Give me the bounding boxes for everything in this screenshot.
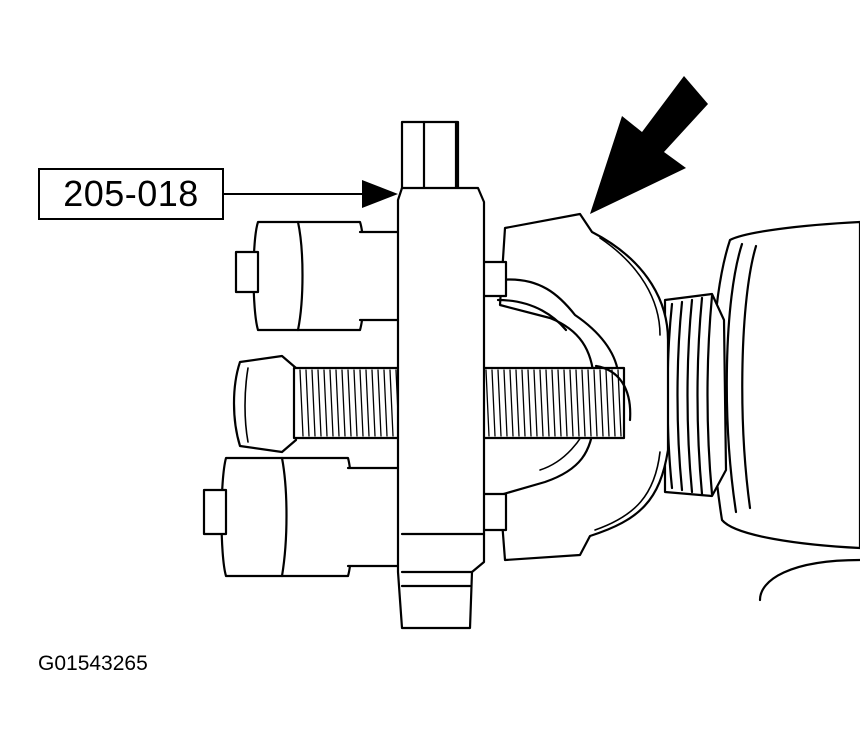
tool-number-callout: 205-018 xyxy=(38,168,224,220)
arrow-right-icon xyxy=(224,180,398,208)
pinion-yoke xyxy=(496,212,670,562)
figure-id-label: G01543265 xyxy=(38,652,148,675)
tool-number-label: 205-018 xyxy=(63,173,199,214)
puller-plate xyxy=(396,120,486,630)
pinion-seal xyxy=(663,292,728,498)
arrow-down-left-icon xyxy=(590,76,708,214)
upper-bolt xyxy=(234,220,406,332)
lower-bolt xyxy=(202,456,406,578)
axle-housing xyxy=(711,220,860,602)
